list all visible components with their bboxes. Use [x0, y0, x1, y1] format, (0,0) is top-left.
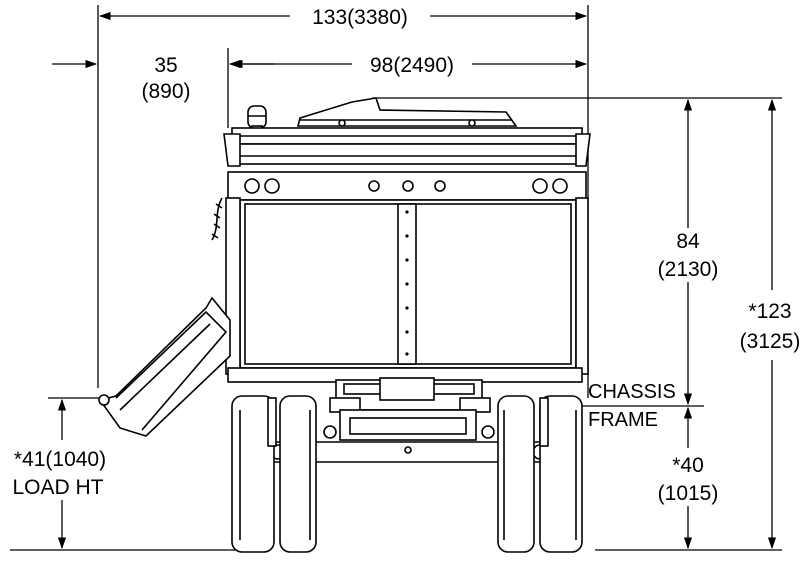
overall-width-label: 133(3380) [312, 6, 408, 29]
chassis-frame-label-line2: FRAME [588, 409, 658, 431]
truck-body [98, 97, 591, 437]
tail-light-left [244, 178, 260, 194]
side-offset-in-label: 35 [154, 54, 177, 77]
overall-height-mm-label: (3125) [740, 330, 801, 353]
right-tires [497, 395, 583, 553]
beacon-light-icon [247, 105, 267, 131]
tail-light-right [532, 178, 548, 194]
side-offset-mm-label: (890) [141, 80, 190, 103]
chain-icon [211, 197, 223, 241]
frame-height-mm-label: (1015) [658, 482, 719, 505]
right-hinge [575, 133, 591, 167]
load-chute [98, 296, 231, 437]
upper-band [237, 143, 579, 165]
chassis [231, 377, 583, 553]
left-tires [231, 395, 317, 553]
left-hinge [223, 133, 241, 167]
dimension-text: 133(3380) 35 (890) 98(2490) 84 (2130) *1… [12, 6, 800, 505]
tarp-housing [296, 97, 518, 127]
frame-height-in-label: *40 [672, 454, 704, 477]
load-height-caption: LOAD HT [12, 476, 103, 499]
right-side-post [575, 197, 589, 375]
chassis-frame-label-line1: CHASSIS [588, 381, 676, 403]
body-height-mm-label: (2130) [658, 258, 719, 281]
body-width-label: 98(2490) [370, 54, 454, 77]
body-height-in-label: 84 [676, 230, 700, 253]
load-height-label: *41(1040) [14, 448, 106, 471]
overall-height-in-label: *123 [748, 300, 791, 323]
